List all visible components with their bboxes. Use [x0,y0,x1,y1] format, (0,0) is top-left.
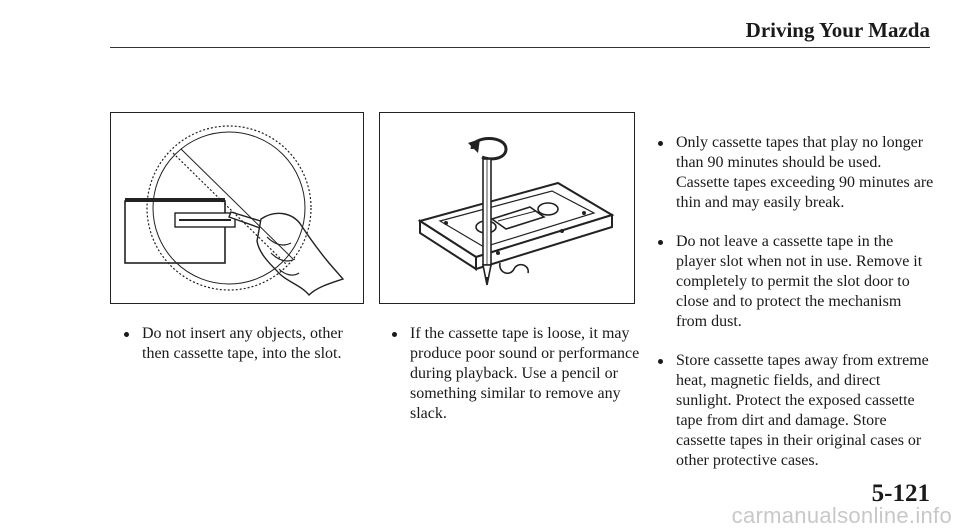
bullet-icon [658,141,663,146]
bullet-icon [124,332,129,337]
list-item: Only cassette tapes that play no longer … [656,133,936,213]
watermark: carmanualsonline.info [731,503,952,528]
list-item: If the cassette tape is loose, it may pr… [390,324,660,424]
list-item: Store cassette tapes away from extreme h… [656,351,936,471]
bullet-text: Do not insert any objects, other then ca… [142,325,343,362]
list-item: Do not leave a cassette tape in the play… [656,232,936,332]
left-column-list: Do not insert any objects, other then ca… [122,324,372,384]
bullet-text: If the cassette tape is loose, it may pr… [410,325,640,422]
bullet-text: Store cassette tapes away from extreme h… [676,352,929,469]
bullet-icon [392,332,397,337]
header-divider [110,47,930,48]
bullet-text: Only cassette tapes that play no longer … [676,134,934,211]
list-item: Do not insert any objects, other then ca… [122,324,372,364]
figure-no-objects [110,112,364,304]
cassette-pencil-slack-icon [417,137,615,286]
right-column-list: Only cassette tapes that play no longer … [656,133,936,490]
bullet-icon [658,359,663,364]
page-number: 5-121 [871,480,930,507]
page-title: Driving Your Mazda [745,18,930,42]
no-insert-objects-prohibition-icon [124,125,345,297]
bullet-icon [658,240,663,245]
figure-cassette-slack [379,112,635,304]
middle-column-list: If the cassette tape is loose, it may pr… [390,324,660,444]
bullet-text: Do not leave a cassette tape in the play… [676,233,923,330]
